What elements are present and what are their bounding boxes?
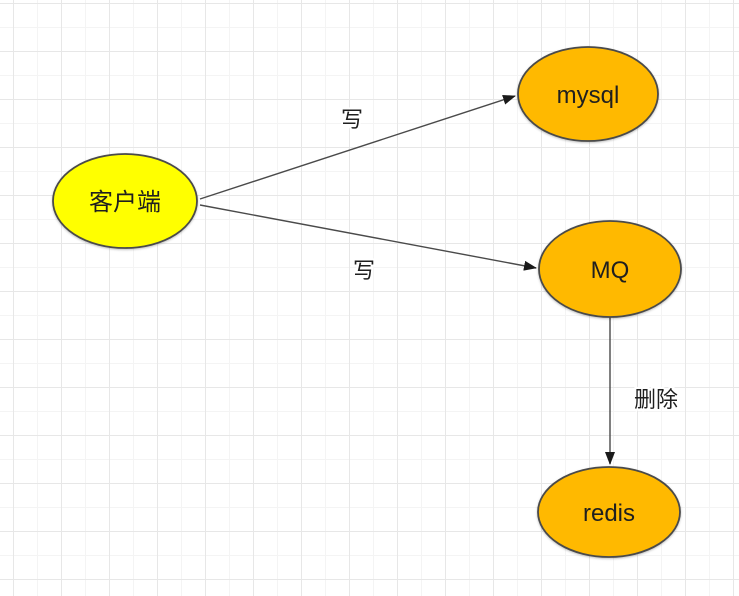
node-client: 客户端 xyxy=(52,153,198,249)
edge-line-client-mq[interactable] xyxy=(199,204,537,271)
node-client-shape[interactable] xyxy=(52,153,198,249)
node-redis: redis xyxy=(537,466,681,558)
node-mq-shape[interactable] xyxy=(538,220,682,318)
node-mysql-shape[interactable] xyxy=(517,46,659,142)
node-mysql-label: mysql xyxy=(557,82,620,109)
edge-label-write-mysql: 写 xyxy=(341,107,363,132)
node-mysql: mysql xyxy=(517,46,659,142)
node-redis-shape[interactable] xyxy=(537,466,681,558)
node-client-label: 客户端 xyxy=(89,189,161,216)
node-mq: MQ xyxy=(538,220,682,318)
edge-line-client-mysql[interactable] xyxy=(199,94,516,200)
edge-label-delete-redis: 删除 xyxy=(634,387,678,412)
edge-client-mysql: 写 xyxy=(199,94,516,200)
edge-mq-redis: 删除 xyxy=(605,317,680,465)
edge-label-write-mq: 写 xyxy=(353,258,375,283)
edge-client-mq: 写 xyxy=(199,204,537,285)
node-redis-label: redis xyxy=(583,500,635,527)
node-mq-label: MQ xyxy=(591,257,630,284)
